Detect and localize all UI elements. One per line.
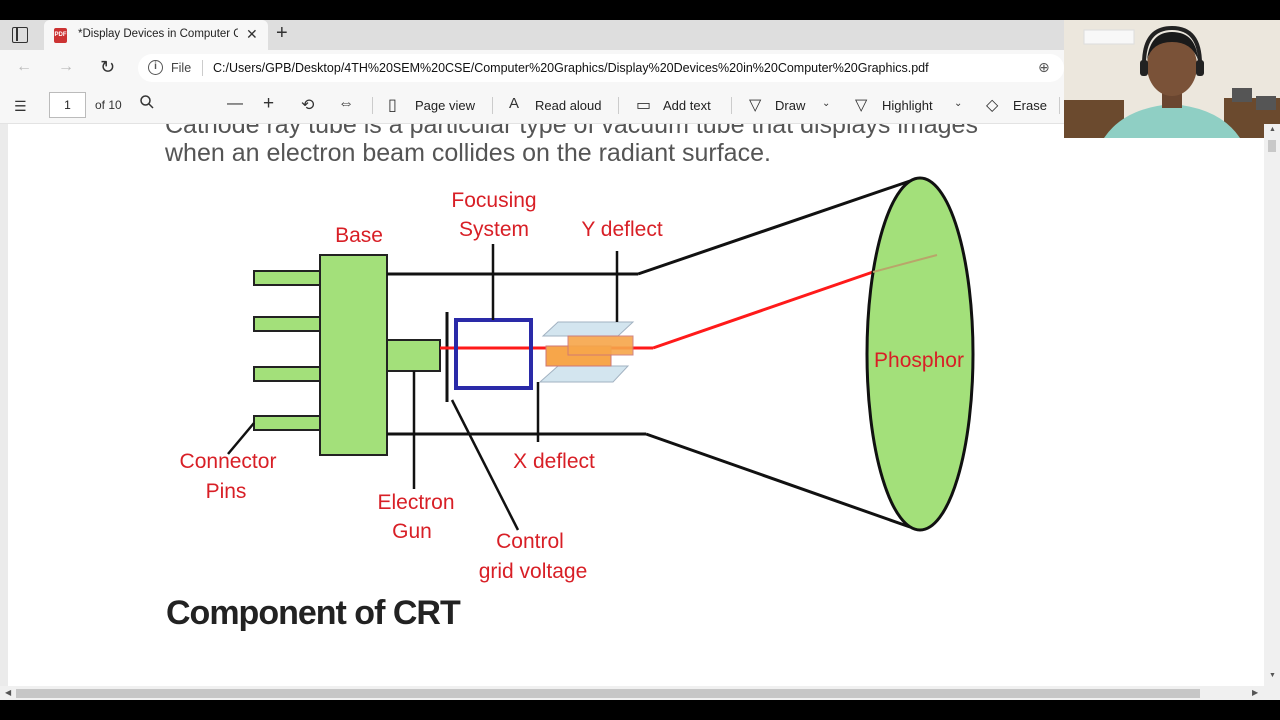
section-heading: Component of CRT — [166, 594, 461, 632]
label-gun-line1: Electron — [377, 491, 454, 514]
document-viewer[interactable]: Cathode ray tube is a particular type of… — [0, 124, 1280, 686]
fit-width-icon[interactable]: ⇔ — [338, 95, 354, 112]
add-text-button[interactable]: Add text — [663, 98, 711, 113]
read-aloud-button[interactable]: Read aloud — [535, 98, 602, 113]
y-deflect-plate — [567, 335, 634, 356]
url-scheme-label: File — [171, 61, 192, 75]
horizontal-scrollbar[interactable]: ◀ ▶ — [0, 686, 1264, 700]
zoom-out-icon[interactable]: — — [227, 95, 243, 112]
label-gun-line2: Gun — [392, 520, 432, 543]
scrollbar-corner — [1264, 686, 1280, 700]
connector-pin — [253, 316, 323, 332]
refresh-icon[interactable]: ↻ — [100, 57, 116, 77]
tube-bottom-flare — [645, 432, 911, 529]
table-of-contents-icon[interactable]: ☰ — [14, 98, 27, 114]
label-x-deflect: X deflect — [513, 450, 595, 473]
forward-arrow-icon[interactable]: → — [58, 58, 74, 75]
toolbar-divider — [1059, 97, 1060, 114]
focusing-system-box — [454, 318, 533, 390]
toolbar-divider — [731, 97, 732, 114]
back-arrow-icon[interactable]: ← — [16, 58, 32, 75]
electron-gun — [386, 339, 441, 372]
deflected-beam — [652, 270, 874, 350]
url-box[interactable]: i File C:/Users/GPB/Desktop/4TH%20SEM%20… — [138, 54, 1064, 82]
scroll-up-arrow-icon[interactable]: ▲ — [1269, 126, 1276, 133]
erase-button[interactable]: Erase — [1013, 98, 1047, 113]
label-base: Base — [335, 224, 383, 247]
vertical-scrollbar[interactable]: ▲ ▼ — [1264, 124, 1280, 686]
top-black-bar — [0, 0, 1280, 20]
intro-text-line-2: when an electron beam collides on the ra… — [165, 139, 771, 167]
eraser-icon[interactable]: ◇ — [986, 97, 999, 114]
control-grid-leader — [450, 399, 520, 531]
url-text[interactable]: C:/Users/GPB/Desktop/4TH%20SEM%20CSE/Com… — [213, 61, 929, 75]
tube-top-flare — [637, 179, 911, 276]
zoom-in-icon[interactable]: + — [263, 93, 275, 114]
label-y-deflect: Y deflect — [581, 218, 662, 241]
crt-diagram: Base Focusing System Y deflect X deflect… — [180, 176, 975, 583]
page-view-button[interactable]: Page view — [415, 98, 475, 113]
zoom-icon[interactable]: ⊕ — [1038, 59, 1050, 75]
pdf-file-icon: PDF — [54, 28, 67, 43]
label-focusing-line1: Focusing — [451, 189, 536, 212]
tab-actions-icon[interactable] — [12, 27, 28, 43]
label-connector-line2: Pins — [206, 480, 247, 503]
add-text-icon[interactable]: ▭ — [636, 97, 652, 114]
url-separator — [202, 60, 203, 76]
label-control-line2: grid voltage — [479, 560, 588, 583]
tab-active[interactable]: PDF *Display Devices in Computer Gr ✕ — [44, 20, 268, 50]
horizontal-scroll-thumb[interactable] — [16, 689, 1200, 698]
label-focusing-line2: System — [459, 218, 529, 241]
beam-on-screen — [872, 254, 938, 273]
scroll-down-arrow-icon[interactable]: ▼ — [1269, 672, 1276, 679]
page-total: of 10 — [95, 98, 122, 112]
toolbar-divider — [372, 97, 373, 114]
scroll-right-arrow-icon[interactable]: ▶ — [1252, 688, 1259, 697]
bottom-black-bar — [0, 700, 1280, 720]
scroll-left-arrow-icon[interactable]: ◀ — [5, 688, 12, 697]
intro-text-line-1: Cathode ray tube is a particular type of… — [165, 124, 978, 139]
vertical-scroll-thumb[interactable] — [1268, 140, 1276, 152]
label-phosphor: Phosphor — [874, 349, 964, 372]
draw-icon[interactable]: ▽ — [749, 97, 762, 114]
presenter-video — [1064, 20, 1280, 138]
highlight-chevron-down-icon[interactable]: ⌄ — [954, 98, 963, 109]
new-tab-button[interactable]: + — [276, 22, 288, 44]
crt-base — [319, 254, 388, 456]
read-aloud-icon[interactable]: A — [509, 95, 520, 112]
draw-button[interactable]: Draw — [775, 98, 806, 113]
connector-pin — [253, 366, 323, 382]
connector-pin — [253, 270, 323, 286]
page-number-input[interactable]: 1 — [49, 92, 86, 118]
webcam-overlay — [1064, 20, 1280, 138]
label-control-line1: Control — [496, 530, 564, 553]
page-view-icon[interactable]: ▯ — [388, 97, 397, 114]
tab-close-button[interactable]: ✕ — [246, 26, 258, 42]
x-deflect-plate-bottom — [538, 365, 630, 383]
label-connector-line1: Connector — [180, 450, 277, 473]
info-icon[interactable]: i — [148, 60, 163, 75]
draw-chevron-down-icon[interactable]: ⌄ — [822, 98, 831, 109]
highlight-button[interactable]: Highlight — [882, 98, 933, 113]
pdf-page: Cathode ray tube is a particular type of… — [8, 124, 1264, 686]
highlight-icon[interactable]: ▽ — [855, 97, 868, 114]
toolbar-divider — [492, 97, 493, 114]
connector-leader — [227, 422, 255, 455]
connector-pin — [253, 415, 323, 431]
y-deflect-plate-top — [541, 321, 635, 337]
search-icon[interactable] — [139, 94, 155, 115]
rotate-icon[interactable]: ⟲ — [301, 97, 315, 114]
toolbar-divider — [618, 97, 619, 114]
tab-title: *Display Devices in Computer Gr — [78, 28, 238, 40]
